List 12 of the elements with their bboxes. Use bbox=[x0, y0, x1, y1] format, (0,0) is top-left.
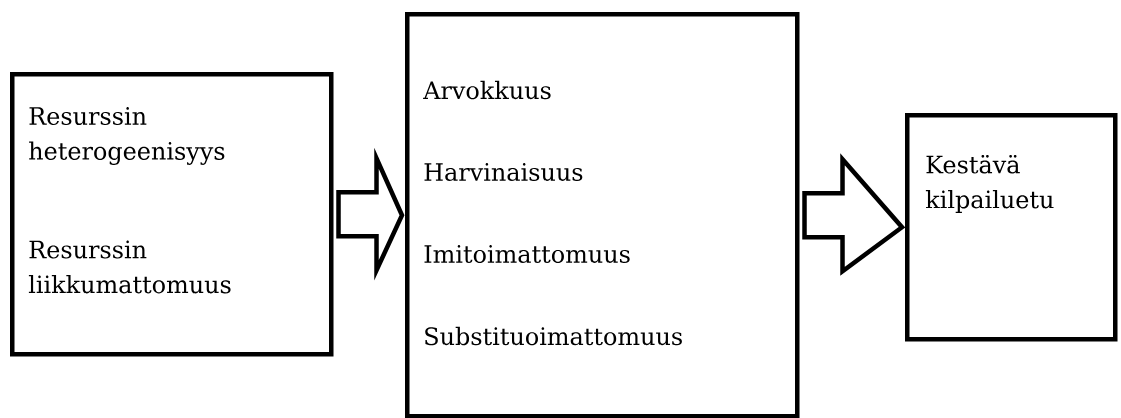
box-text: Kestävä kilpailuetu bbox=[925, 154, 1054, 214]
block-arrow bbox=[336, 147, 405, 281]
box-text: Resurssin heterogeenisyys bbox=[29, 107, 225, 165]
text-box bbox=[905, 113, 1118, 342]
box-text: Harvinaisuus bbox=[424, 163, 583, 181]
box-text: Resurssin liikkumattomuus bbox=[28, 240, 231, 294]
text-box bbox=[10, 72, 334, 357]
text-box bbox=[405, 12, 800, 418]
box-text: Arvokkuus bbox=[423, 80, 551, 100]
box-text: Substituoimattomuus bbox=[425, 326, 682, 346]
box-text: Imitoimattomuus bbox=[424, 245, 630, 263]
block-arrow bbox=[802, 153, 906, 276]
